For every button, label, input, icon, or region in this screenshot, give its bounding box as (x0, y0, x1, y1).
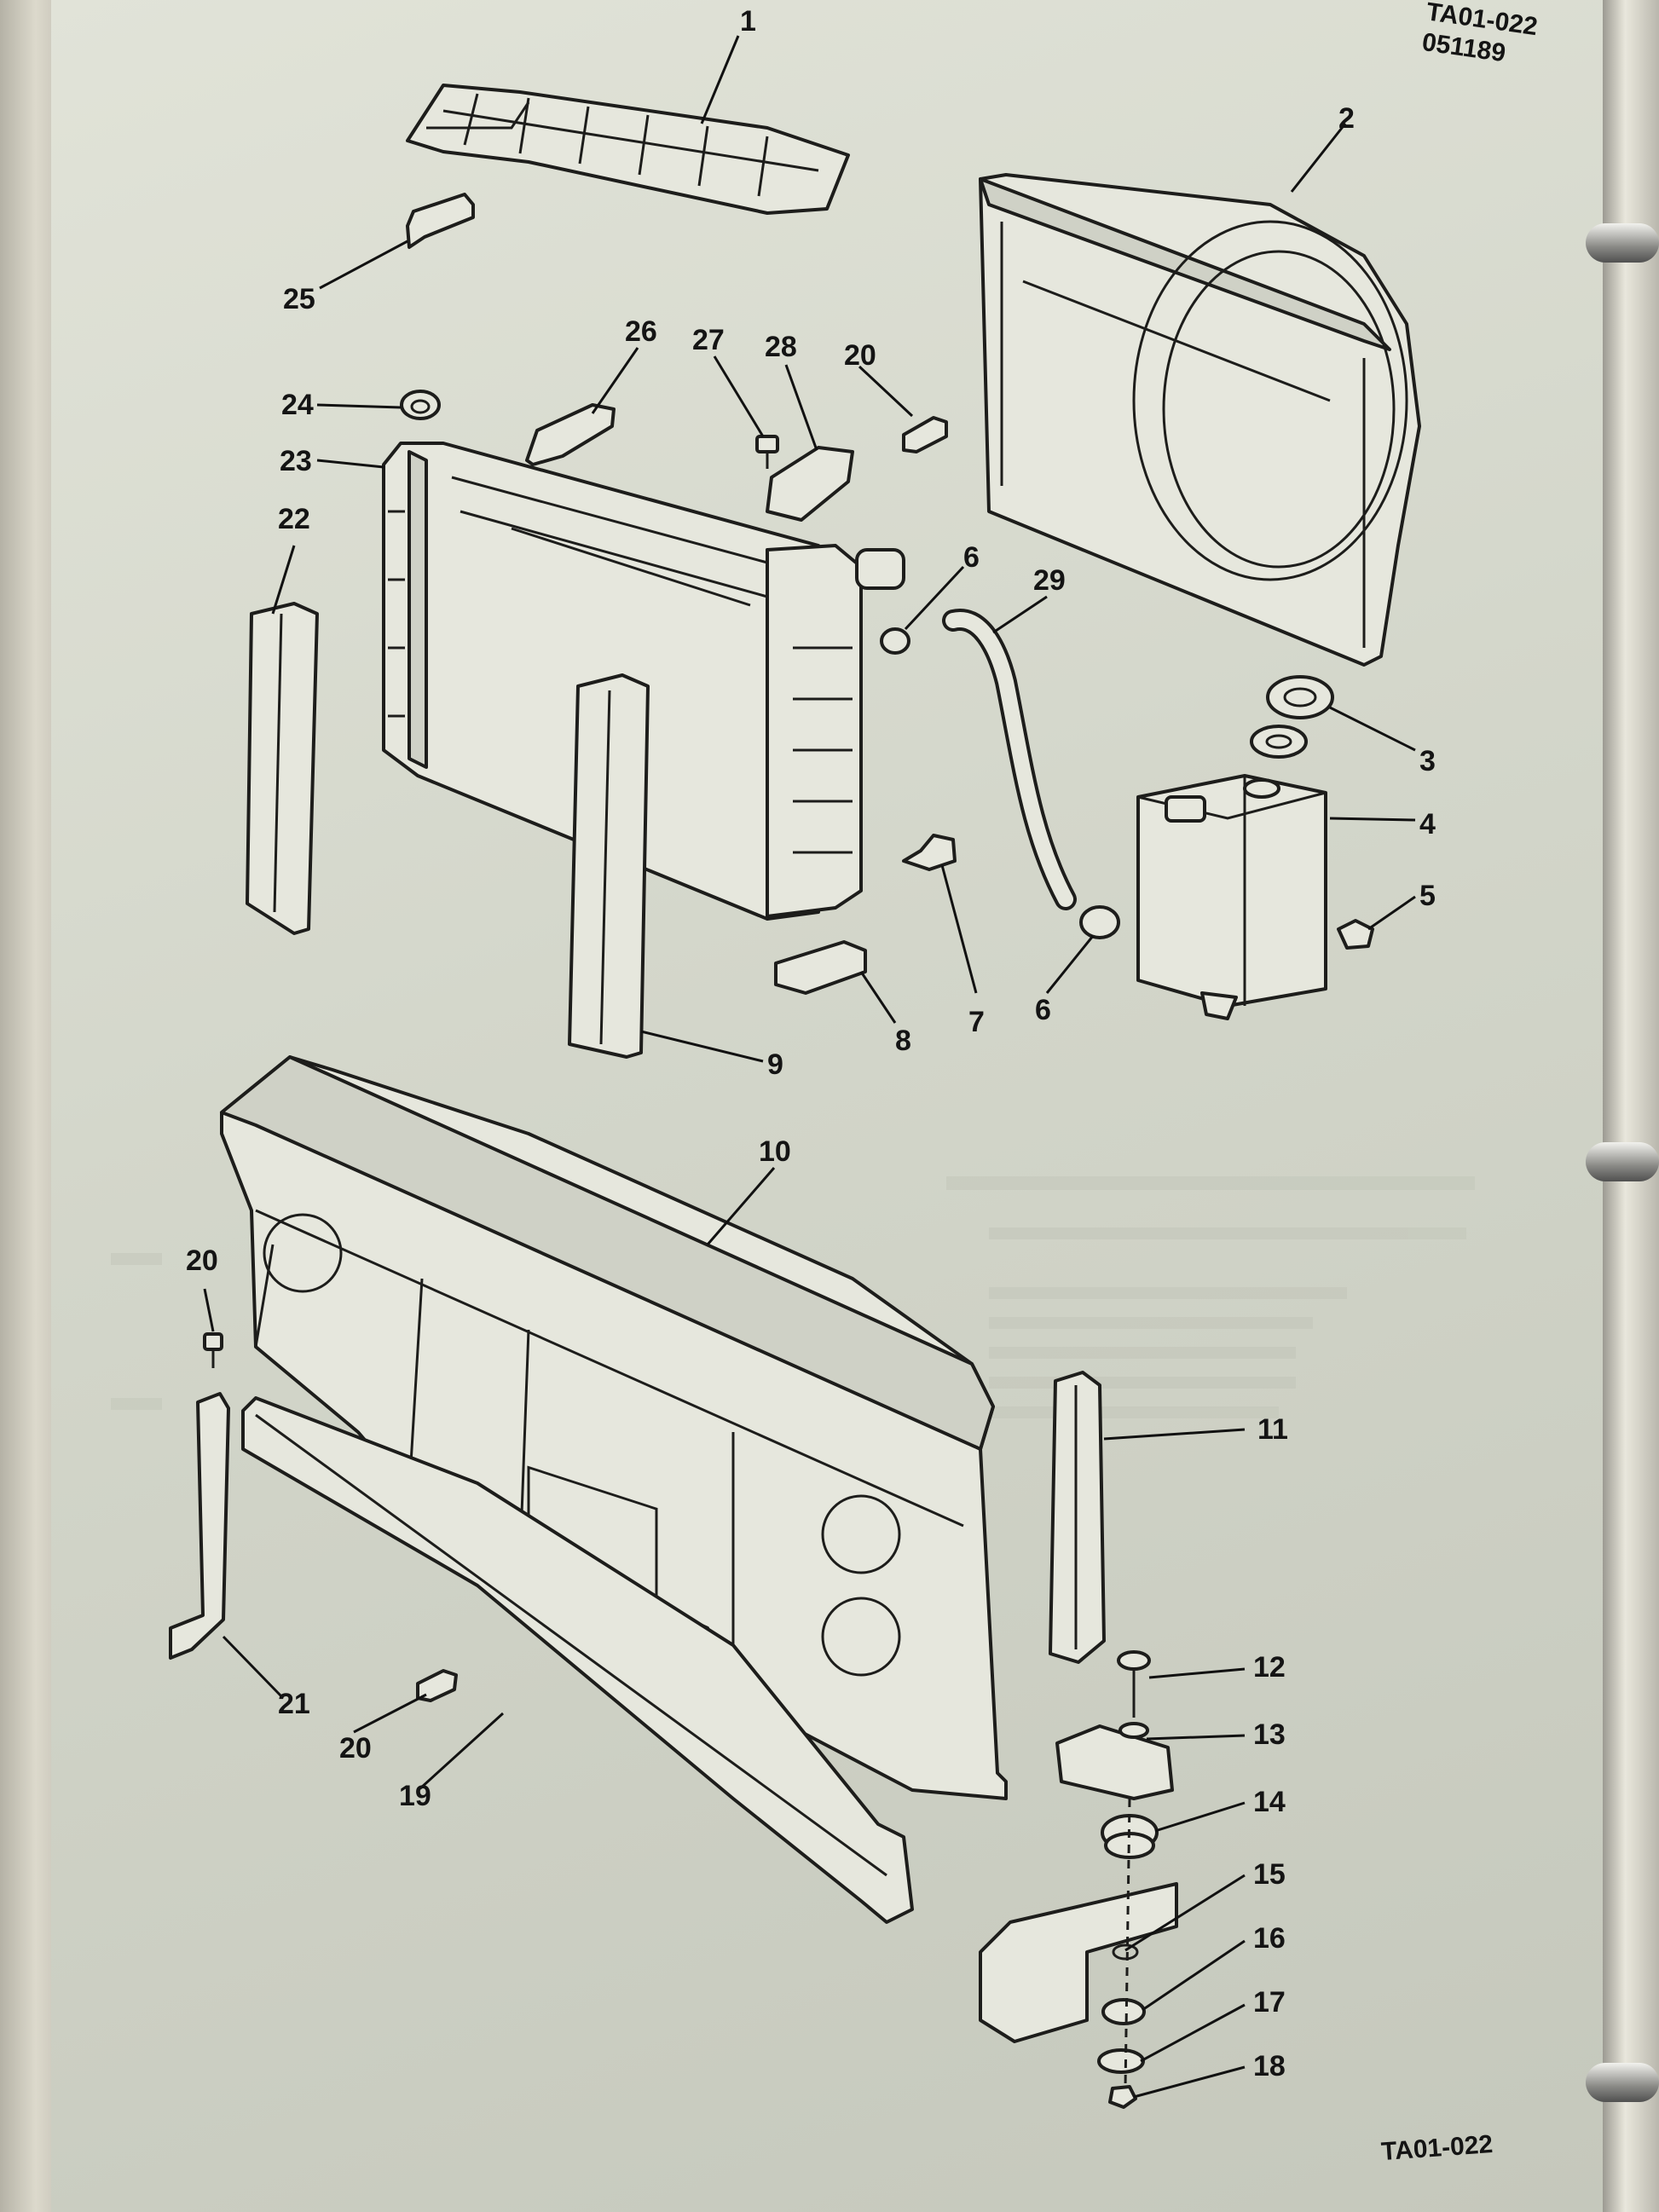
assembly-center-line (1124, 1798, 1131, 2089)
part-24-insulator (400, 390, 441, 420)
callout-12: 12 (1253, 1651, 1286, 1684)
part-19-lower-baffle (241, 1396, 914, 1924)
part-21-brace (169, 1392, 230, 1660)
part-20-screw-left (203, 1332, 223, 1368)
callout-23: 23 (280, 445, 312, 477)
callout-26: 26 (625, 315, 657, 348)
callout-25: 25 (283, 283, 315, 315)
binder-spine (1603, 0, 1659, 2212)
callout-24: 24 (281, 389, 314, 421)
part-4-coolant-reservoir (1136, 774, 1327, 1020)
callout-10: 10 (759, 1135, 791, 1168)
callout-27: 27 (692, 324, 725, 356)
callout-labels: 1 2 3 4 5 6 6 7 8 9 10 11 12 13 14 15 16… (186, 5, 1436, 2082)
part-13-washer (1055, 1722, 1174, 1800)
part-6-hose-clamp-lower (1079, 905, 1120, 939)
part-11-side-baffle (1049, 1371, 1106, 1664)
part-20-screw-top (902, 416, 948, 453)
callout-4: 4 (1419, 808, 1436, 840)
binder-ring-middle (1586, 1142, 1659, 1181)
callout-16: 16 (1253, 1922, 1286, 1955)
part-12-bolt (1117, 1650, 1151, 1718)
callout-6-lower: 6 (1035, 994, 1051, 1026)
part-26-clamp (525, 403, 616, 466)
part-1-upper-baffle (406, 84, 850, 215)
callout-28: 28 (765, 331, 797, 363)
part-2-fan-shroud (979, 173, 1421, 667)
figure-id-top: TA01-022 051189 (1420, 0, 1540, 67)
part-7-drain-cock (902, 834, 957, 871)
part-5-cap (1337, 919, 1374, 950)
callout-20-left: 20 (186, 1245, 218, 1277)
part-29-overflow-hose (942, 609, 1077, 910)
part-9-side-seal (568, 673, 650, 1059)
callout-1: 1 (740, 5, 756, 38)
callout-6-top: 6 (963, 541, 980, 574)
callout-18: 18 (1253, 2050, 1286, 2082)
callout-20-lower: 20 (339, 1732, 372, 1764)
binder-page-stack (0, 0, 60, 2212)
binder-ring-bottom (1586, 2063, 1659, 2102)
part-6-hose-clamp-top (880, 627, 910, 655)
leader-lines (203, 35, 1416, 2099)
callout-20-top: 20 (844, 339, 876, 372)
part-15-support-bracket (979, 1882, 1178, 2043)
callout-29: 29 (1033, 564, 1066, 597)
callout-17: 17 (1253, 1986, 1286, 2019)
callout-22: 22 (278, 503, 310, 535)
binder-ring-top (1586, 223, 1659, 263)
callout-7: 7 (968, 1006, 985, 1038)
part-16-insulator (1101, 1998, 1146, 2025)
callout-9: 9 (767, 1048, 783, 1081)
part-17-washer (1097, 2048, 1145, 2074)
callout-13: 13 (1253, 1718, 1286, 1751)
callout-19: 19 (399, 1780, 431, 1812)
figure-id-bottom: TA01-022 (1380, 2130, 1494, 2166)
part-18-nut (1108, 2085, 1137, 2109)
part-28-clamp (766, 446, 854, 522)
callout-14: 14 (1253, 1786, 1286, 1818)
part-27-screw (755, 435, 779, 469)
bleed-through-text (111, 1176, 1475, 1418)
callout-15: 15 (1253, 1858, 1286, 1891)
callout-5: 5 (1419, 880, 1436, 912)
callout-21: 21 (278, 1688, 310, 1720)
part-3-grommet (1250, 675, 1334, 759)
callout-2: 2 (1338, 102, 1355, 135)
callout-11: 11 (1257, 1413, 1288, 1446)
part-22-side-seal (246, 602, 319, 935)
part-10-radiator-support (220, 1055, 1008, 1800)
part-8-bracket (774, 940, 867, 995)
part-25-clip (406, 193, 475, 249)
callout-8: 8 (895, 1025, 911, 1057)
callout-3: 3 (1419, 745, 1436, 777)
